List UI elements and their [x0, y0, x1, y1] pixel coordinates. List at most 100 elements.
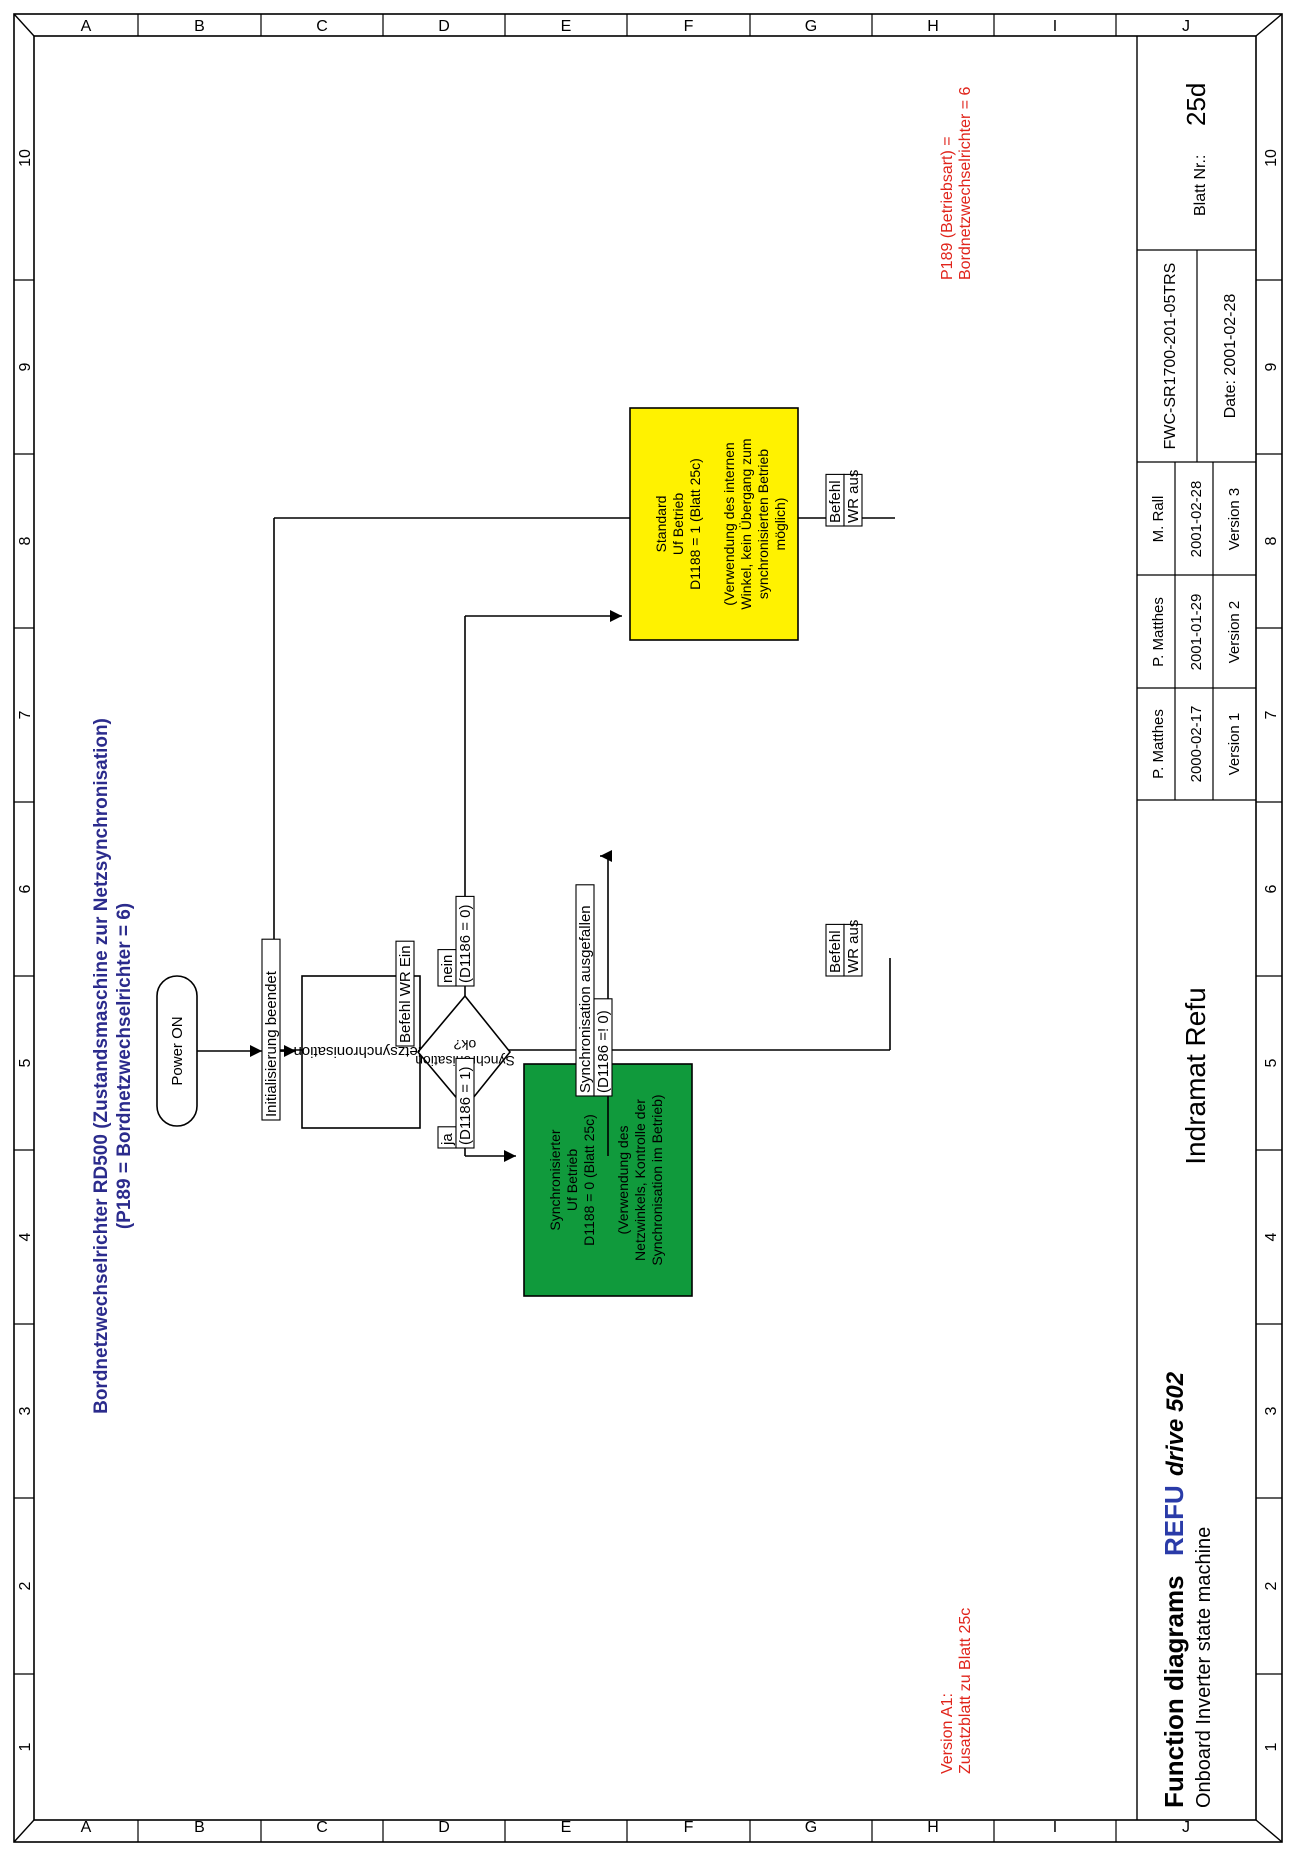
standard-state-text-line: D1188 = 1 (Blatt 25c) [687, 458, 703, 590]
column-number-bottom: 10 [1263, 149, 1280, 167]
row-letter-right: D [438, 18, 450, 35]
row-letter-left: B [194, 1819, 205, 1836]
document-number: FWC-SR1700-201-05TRS [1162, 263, 1179, 450]
sheet-number-label: Blatt Nr.: [1192, 155, 1209, 216]
init-done-label: Initialisierung beendet [263, 970, 280, 1117]
standard-state-text-line: Standard [653, 496, 669, 553]
version-name: Version 2 [1226, 601, 1243, 664]
sync-fail-label-box [575, 884, 595, 1097]
befehl-wr-ein-label-box [395, 940, 415, 1047]
column-number-bottom: 8 [1263, 536, 1280, 545]
row-letter-left: G [805, 1819, 817, 1836]
author: P. Matthes [1150, 597, 1167, 667]
standard-state-text-line: synchronisierten Betrieb [755, 449, 771, 599]
sheet-heading: Function diagrams [1159, 1575, 1189, 1808]
sync-fail-condition-box [593, 998, 613, 1097]
column-number-top: 3 [17, 1406, 34, 1415]
column-number-top: 6 [17, 884, 34, 893]
standard-state-text-line: Uf Betrieb [670, 493, 686, 555]
author: M. Rall [1150, 496, 1167, 543]
synchronized-state-text-line: Uf Betrieb [564, 1149, 580, 1211]
sheet-date: Date: 2001-02-28 [1222, 294, 1239, 419]
row-letter-left: H [927, 1819, 939, 1836]
befehl-wr-ein-label: Befehl WR Ein [397, 945, 414, 1043]
version-date: 2000-02-17 [1188, 706, 1205, 783]
synchronized-state-text-line: D1188 = 0 (Blatt 25c) [581, 1114, 597, 1246]
diagram-title: Bordnetzwechselrichter RD500 (Zustandsma… [91, 718, 112, 1414]
standard-state-text-line: möglich) [772, 498, 788, 551]
ja-condition-box [455, 1057, 475, 1149]
sync-fail-condition: (D1186 =! 0) [595, 1010, 612, 1093]
column-number-bottom: 6 [1263, 884, 1280, 893]
ja-label: ja [439, 1133, 456, 1146]
column-number-bottom: 3 [1263, 1406, 1280, 1415]
mode-note-line1: P189 (Betriebsart) = [939, 136, 956, 280]
column-number-top: 5 [17, 1058, 34, 1067]
corner-line [1255, 1819, 1283, 1843]
column-number-top: 8 [17, 536, 34, 545]
row-letter-right: B [194, 18, 205, 35]
synchronized-state-text-line: Synchronisierter [547, 1129, 563, 1230]
row-letter-left: I [1053, 1819, 1057, 1836]
row-letter-right: C [316, 18, 328, 35]
synchronized-state-text-line: (Verwendung des [615, 1126, 631, 1235]
version-note-line1: Version A1: [939, 1693, 956, 1774]
row-letter-right: H [927, 18, 939, 35]
column-number-bottom: 7 [1263, 710, 1280, 719]
brand-name: REFU [1159, 1485, 1189, 1556]
sync-fail-label: Synchronisation ausgefallen [577, 905, 594, 1093]
sheet-subtitle: Onboard Inverter state machine [1193, 1527, 1215, 1808]
wr-aus-label-2-box [843, 473, 863, 527]
befehl-label-2: Befehl [827, 480, 844, 523]
version-date: 2001-01-29 [1188, 594, 1205, 671]
sync-decision [416, 994, 512, 1110]
corner-line [13, 13, 35, 37]
nein-condition: (D1186 = 0) [457, 904, 474, 983]
corner-line [1255, 13, 1283, 37]
init-done-label-box [261, 938, 281, 1121]
column-number-top: 9 [17, 362, 34, 371]
row-letter-right: G [805, 18, 817, 35]
synchronized-state-text-line: Synchronisation im Betrieb) [649, 1094, 665, 1265]
wr-aus-label-1: WR aus [845, 920, 862, 973]
wr-aus-label-1-box [843, 923, 863, 977]
row-letter-left: A [81, 1819, 92, 1836]
netzsync-label: Netzsynchronisation [293, 1043, 428, 1060]
nein-label: nein [439, 955, 456, 983]
author: P. Matthes [1150, 709, 1167, 779]
row-letter-right: E [561, 18, 572, 35]
wr-aus-label-2: WR aus [845, 470, 862, 523]
column-number-bottom: 2 [1263, 1581, 1280, 1590]
product-name: drive 502 [1162, 1371, 1189, 1476]
row-letter-left: C [316, 1819, 328, 1836]
column-number-bottom: 1 [1263, 1742, 1280, 1751]
column-number-bottom: 5 [1263, 1058, 1280, 1067]
row-letter-left: D [438, 1819, 450, 1836]
standard-state-text-line: Winkel, kein Übergang zum [737, 438, 754, 609]
row-letter-right: J [1182, 18, 1190, 35]
diagram-subtitle: (P189 = Bordnetzwechselrichter = 6) [114, 903, 135, 1229]
standard-state-text-line: (Verwendung des internen [721, 442, 737, 605]
ja-condition: (D1186 = 1) [457, 1066, 474, 1145]
power-on-label: Power ON [169, 1016, 186, 1085]
column-number-top: 4 [17, 1232, 34, 1241]
version-note-line2: Zusatzblatt zu Blatt 25c [957, 1608, 974, 1774]
inner-border [33, 35, 1257, 1821]
synchronized-state-text-line: Netzwinkels, Kontrolle der [632, 1099, 648, 1261]
nein-condition-box [455, 895, 475, 987]
decision-line2: ok? [454, 1037, 477, 1053]
column-number-top: 1 [17, 1742, 34, 1751]
column-number-top: 2 [17, 1581, 34, 1590]
mode-note-line2: Bordnetzwechselrichter = 6 [957, 86, 974, 280]
row-letter-left: E [561, 1819, 572, 1836]
column-number-bottom: 4 [1263, 1232, 1280, 1241]
version-name: Version 3 [1226, 488, 1243, 551]
row-letter-right: F [684, 18, 694, 35]
column-number-top: 7 [17, 710, 34, 719]
outer-border [13, 13, 1283, 1843]
corner-line [13, 1819, 35, 1843]
column-number-top: 10 [17, 149, 34, 167]
column-number-bottom: 9 [1263, 362, 1280, 371]
